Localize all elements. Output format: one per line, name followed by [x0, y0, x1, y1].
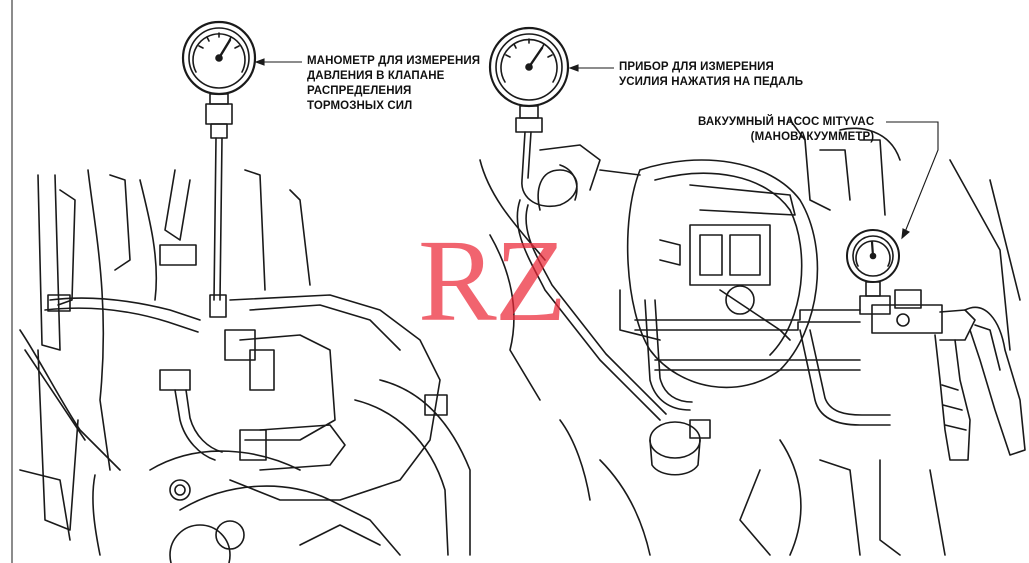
vacuum-hoses [634, 309, 891, 426]
vacuum-pump-label: ВАКУУМНЫЙ НАСОС MITYVAC (МАНОВАКУУММЕТР) [698, 115, 874, 145]
label-line: ПРИБОР ДЛЯ ИЗМЕРЕНИЯ [619, 61, 774, 73]
brake-valve-gauge-label: МАНОМЕТР ДЛЯ ИЗМЕРЕНИЯ ДАВЛЕНИЯ В КЛАПАН… [307, 54, 480, 114]
label-line: ДАВЛЕНИЯ В КЛАПАНЕ [307, 70, 445, 82]
leader-lines [254, 58, 939, 240]
label-line: ВАКУУМНЫЙ НАСОС MITYVAC [698, 116, 875, 128]
right-structure-area [479, 119, 1021, 556]
label-line: РАСПРЕДЕЛЕНИЯ [307, 85, 412, 97]
brake-booster [626, 159, 819, 389]
label-line: МАНОМЕТР ДЛЯ ИЗМЕРЕНИЯ [307, 55, 481, 67]
brake-valve-pressure-gauge [181, 20, 257, 318]
rz-watermark: RZ [418, 215, 567, 346]
pedal-force-sensor [649, 419, 711, 476]
label-line: УСИЛИЯ НАЖАТИЯ НА ПЕДАЛЬ [619, 76, 804, 88]
brake-caliper [149, 294, 471, 563]
label-line: (МАНОВАКУУММЕТР) [750, 131, 875, 143]
mityvac-vacuum-pump [846, 229, 1026, 461]
label-line: ТОРМОЗНЫХ СИЛ [307, 100, 413, 112]
pedal-force-gauge-label: ПРИБОР ДЛЯ ИЗМЕРЕНИЯ УСИЛИЯ НАЖАТИЯ НА П… [619, 60, 803, 90]
left-suspension-area [19, 169, 311, 556]
